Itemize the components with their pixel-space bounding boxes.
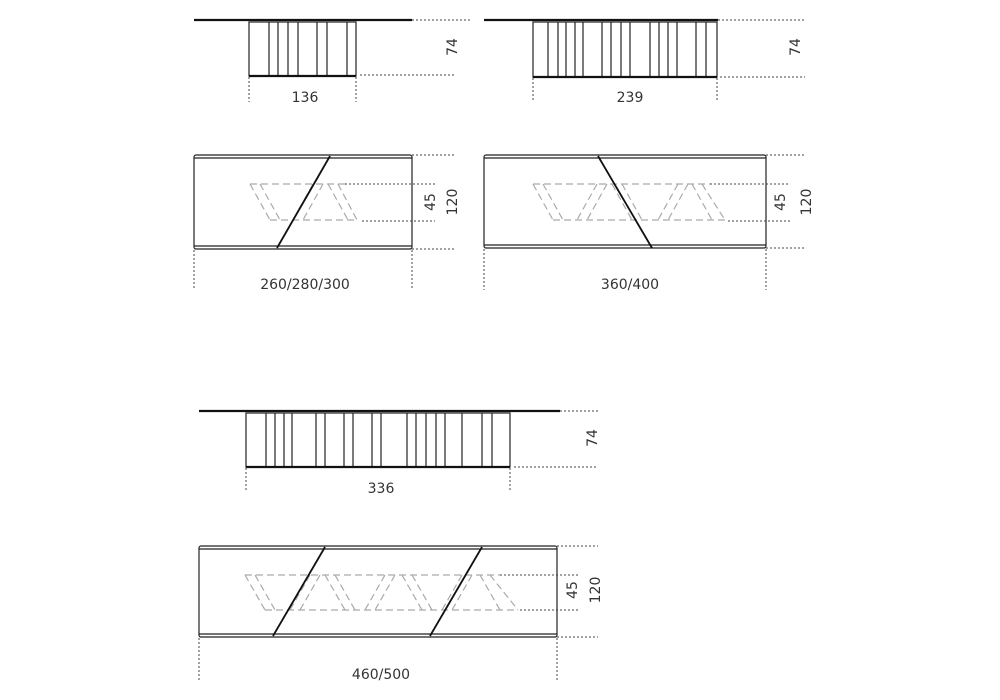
leg-label: 45: [423, 193, 439, 211]
height-label: 74: [788, 38, 804, 56]
leg-label: 45: [773, 193, 789, 211]
width-label: 136: [292, 90, 319, 106]
plan-small: 260/280/300 45 120: [193, 154, 461, 293]
depth-label: 120: [799, 189, 815, 216]
plan-large: 460/500 45 120: [198, 545, 604, 683]
length-label: 260/280/300: [260, 277, 350, 293]
depth-label: 120: [445, 189, 461, 216]
length-label: 360/400: [601, 277, 659, 293]
plan-medium: 360/400 45 120: [483, 154, 815, 293]
leg-label: 45: [565, 581, 581, 599]
width-label: 239: [617, 90, 644, 106]
height-label: 74: [445, 38, 461, 56]
height-label: 74: [585, 429, 601, 447]
elevation-small: 136 74: [194, 18, 470, 106]
depth-label: 120: [588, 577, 604, 604]
width-label: 336: [368, 481, 395, 497]
length-label: 460/500: [352, 667, 410, 683]
elevation-large: 336 74: [199, 409, 601, 497]
elevation-medium: 239 74: [484, 18, 805, 106]
